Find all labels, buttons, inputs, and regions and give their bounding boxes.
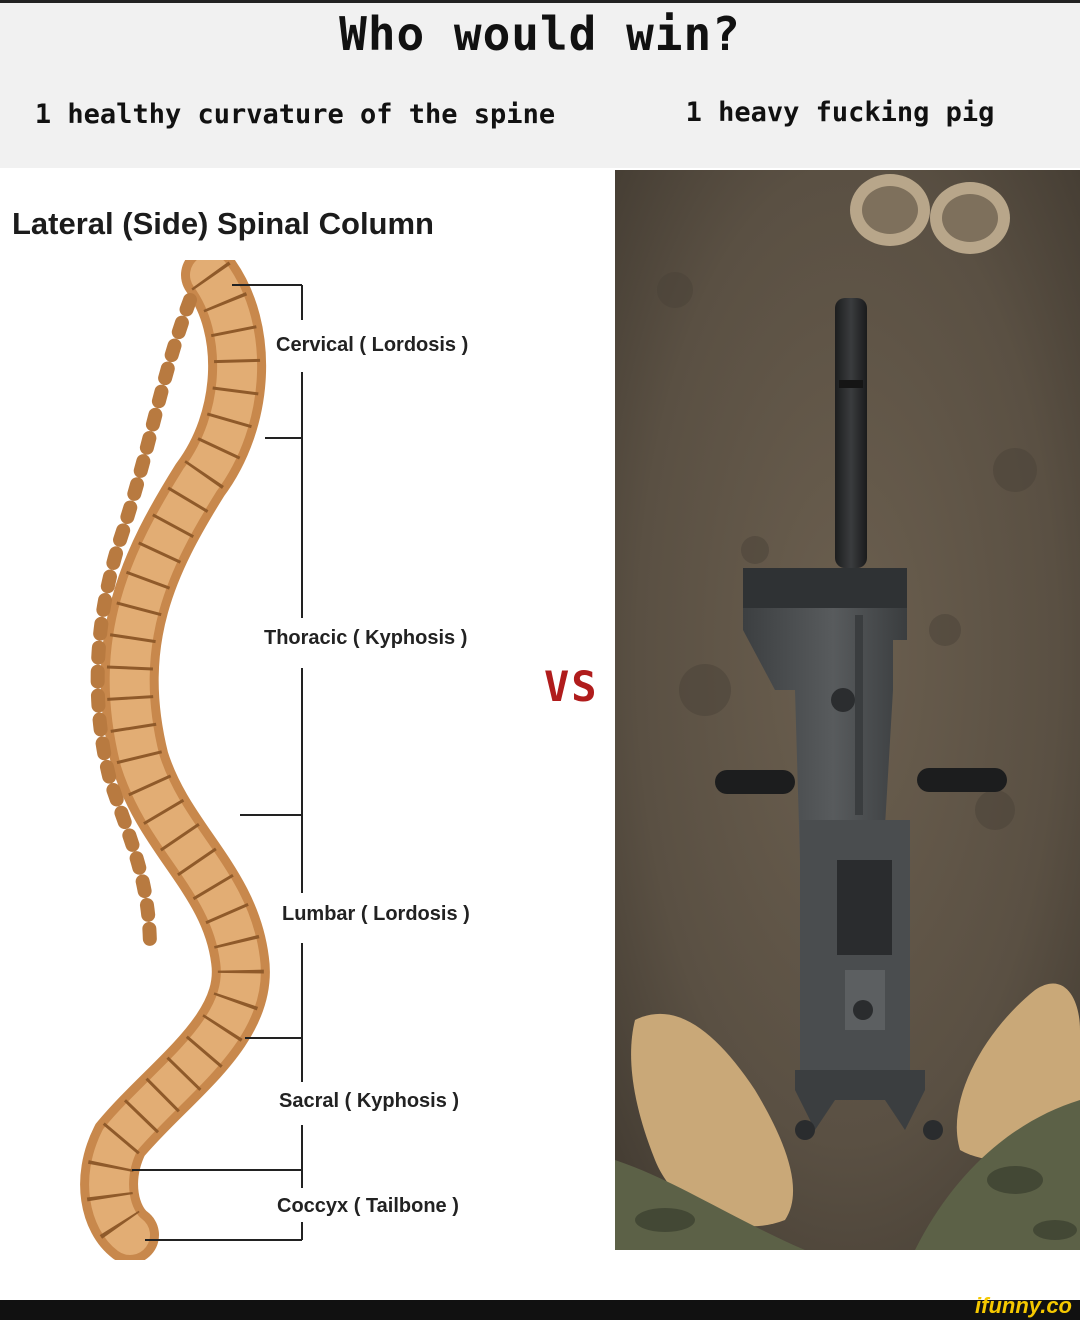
label-cervical: Cervical ( Lordosis ) <box>276 334 469 356</box>
diagram-title: Lateral (Side) Spinal Column <box>12 206 434 241</box>
label-lumbar: Lumbar ( Lordosis ) <box>282 903 470 925</box>
label-sacral: Sacral ( Kyphosis ) <box>279 1090 460 1112</box>
meme-title: Who would win? <box>339 7 741 61</box>
footer-bar <box>0 1300 1080 1320</box>
label-coccyx: Coccyx ( Tailbone ) <box>277 1195 459 1217</box>
gun-photo <box>615 170 1080 1250</box>
meme-header: Who would win? 1 healthy curvature of th… <box>0 0 1080 168</box>
right-caption: 1 heavy fucking pig <box>685 97 995 128</box>
versus-label: VS <box>544 662 599 711</box>
spine-illustration <box>80 260 303 1260</box>
left-caption: 1 healthy curvature of the spine <box>34 99 556 130</box>
label-thoracic: Thoracic ( Kyphosis ) <box>264 627 468 649</box>
ifunny-watermark: ifunny.co <box>975 1293 1072 1318</box>
canteen-cups <box>850 174 1010 254</box>
